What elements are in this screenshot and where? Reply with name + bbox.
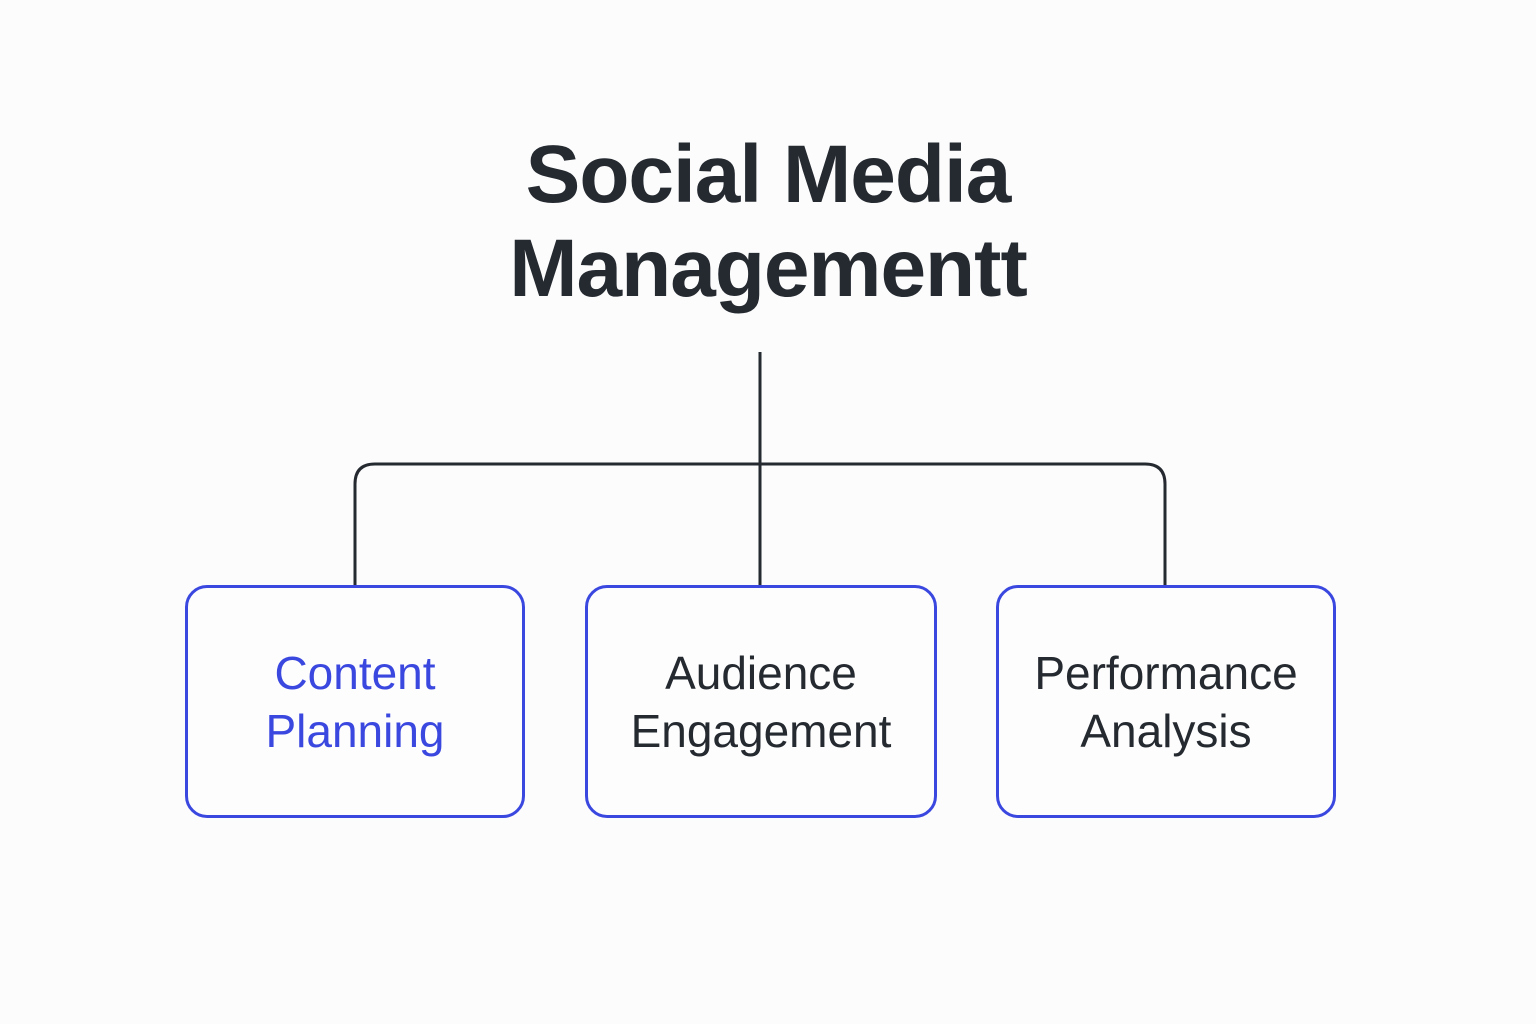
node-label-line-1: Performance: [1034, 646, 1298, 699]
node-performance-analysis: Performance Analysis: [996, 585, 1336, 818]
diagram-title: Social Media Managementt: [0, 128, 1536, 316]
node-label-line-1: Audience: [665, 646, 857, 699]
title-line-1: Social Media: [525, 129, 1012, 220]
node-label-line-2: Analysis: [1080, 704, 1252, 757]
node-audience-engagement: Audience Engagement: [585, 585, 937, 818]
branch-connector: [353, 462, 1167, 585]
node-label-line-1: Content: [274, 646, 436, 699]
node-label-line-2: Planning: [265, 704, 445, 757]
title-line-2: Managementt: [509, 223, 1028, 314]
node-content-planning: Content Planning: [185, 585, 525, 818]
node-label-line-2: Engagement: [630, 704, 892, 757]
